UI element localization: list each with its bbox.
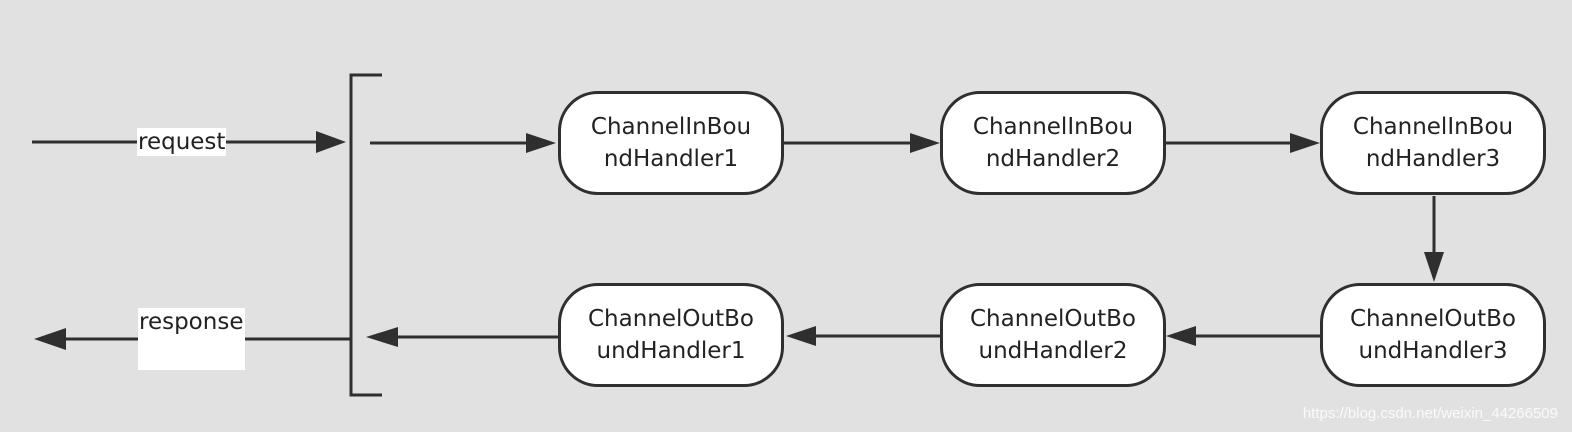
- arrowhead-outbound-2: [1166, 326, 1196, 346]
- inbound-handler-2-line1: ChannelInBou: [972, 114, 1134, 140]
- inbound-handler-2-line2: ndHandler2: [985, 146, 1121, 172]
- inbound-handler-3: ChannelInBou ndHandler3: [1320, 91, 1546, 195]
- outbound-handler-1: ChannelOutBo undHandler1: [558, 283, 784, 387]
- arrowhead-outbound-3: [1424, 252, 1444, 282]
- arrowhead-bracket: [366, 327, 398, 347]
- inbound-handler-1-line2: ndHandler1: [603, 146, 739, 172]
- outbound-handler-1-line2: undHandler1: [596, 338, 746, 364]
- outbound-handler-2: ChannelOutBo undHandler2: [940, 283, 1166, 387]
- outbound-handler-3-line1: ChannelOutBo: [1350, 306, 1516, 332]
- arrowhead-inbound-3: [1290, 133, 1320, 153]
- outbound-handler-1-line1: ChannelOutBo: [588, 306, 754, 332]
- arrowhead-inbound-2: [910, 133, 940, 153]
- request-arrowhead: [316, 131, 346, 153]
- channel-bracket: [349, 73, 382, 397]
- outbound-handler-2-line1: ChannelOutBo: [970, 306, 1136, 332]
- outbound-handler-3-line2: undHandler3: [1358, 338, 1508, 364]
- outbound-handler-2-line2: undHandler2: [978, 338, 1128, 364]
- inbound-handler-2: ChannelInBou ndHandler2: [940, 91, 1166, 195]
- outbound-handler-3: ChannelOutBo undHandler3: [1320, 283, 1546, 387]
- source-watermark: https://blog.csdn.net/weixin_44266509: [1302, 405, 1558, 422]
- inbound-handler-1-line1: ChannelInBou: [590, 114, 752, 140]
- inbound-handler-3-line2: ndHandler3: [1365, 146, 1501, 172]
- response-arrowhead: [34, 328, 66, 350]
- inbound-handler-3-line1: ChannelInBou: [1352, 114, 1514, 140]
- response-label: response: [138, 308, 246, 370]
- inbound-handler-1: ChannelInBou ndHandler1: [558, 91, 784, 195]
- request-label: request: [137, 128, 227, 156]
- arrowhead-outbound-1: [786, 326, 816, 346]
- arrowhead-inbound-1: [526, 133, 556, 153]
